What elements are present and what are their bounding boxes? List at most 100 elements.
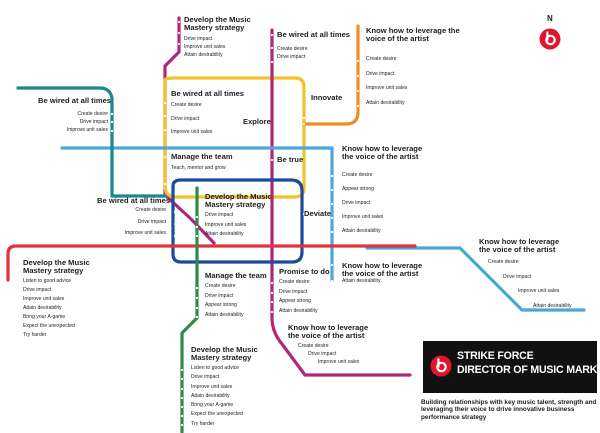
- list-item: Improve unit sales: [124, 230, 166, 236]
- know-top-items: Create desire Drive impact Improve unit …: [366, 56, 407, 115]
- list-item: Drive impact: [279, 288, 308, 295]
- station-dot: [288, 347, 292, 351]
- know-top: Know how to leverage the voice of the ar…: [366, 26, 460, 44]
- station-dot: [195, 286, 199, 290]
- station-dot: [163, 114, 167, 118]
- develop-left-items: Listen to good advice Drive impact Impro…: [23, 278, 75, 342]
- list-item: Drive impact: [308, 351, 337, 357]
- explore-label: Explore: [243, 117, 271, 126]
- list-item: Improve unit sales: [23, 296, 65, 302]
- station-dot: [173, 222, 177, 226]
- station-dot: [270, 291, 274, 295]
- manage-top-items: Teach, mentor and grow: [171, 165, 226, 174]
- promise-label: Promise to do: [279, 267, 330, 276]
- station-dot: [300, 355, 304, 359]
- list-item: Attain desirability: [191, 392, 230, 399]
- station-dot: [311, 364, 315, 368]
- station-dot: [501, 275, 505, 279]
- list-item: Create desire: [279, 279, 310, 285]
- brand-subtitle: DIRECTOR OF MUSIC MARKETING: [457, 364, 600, 376]
- know-mid-items: Create desire Appear strong Drive impact…: [342, 172, 384, 243]
- station-dot: [195, 215, 199, 219]
- station-dot: [270, 310, 274, 314]
- list-item: Attain desirability: [366, 99, 405, 106]
- station-dot: [486, 260, 490, 264]
- station-dot: [163, 101, 167, 105]
- cyan-line: [60, 146, 586, 312]
- list-item: Drive impact: [137, 218, 166, 225]
- station-dot: [177, 42, 181, 46]
- station-dot: [177, 20, 181, 24]
- develop-strategy-left: Develop the Music Mastery strategy: [23, 258, 90, 276]
- station-dot: [356, 74, 360, 78]
- station-dot: [163, 182, 167, 186]
- list-item: Expect the unexpected: [23, 323, 75, 329]
- know-center-items: Attain desirability: [342, 278, 381, 287]
- station-dot: [302, 122, 306, 126]
- station-dot: [110, 112, 114, 116]
- list-item: Improve unit sales: [184, 44, 226, 51]
- station-dot: [177, 31, 181, 35]
- magenta-center-line: [270, 28, 412, 377]
- station-dot: [110, 129, 114, 133]
- list-item: Drive impact: [184, 36, 213, 42]
- list-item: Drive impact: [366, 70, 395, 77]
- list-item: Drive impact: [171, 115, 200, 122]
- list-item: Drive impact: [205, 212, 234, 218]
- list-item: Create desire: [298, 343, 329, 349]
- station-dot: [180, 405, 184, 409]
- station-dot: [173, 234, 177, 238]
- station-dot: [330, 263, 334, 267]
- develop-strategy-top: Develop the Music Mastery strategy: [184, 15, 251, 33]
- station-dot: [180, 387, 184, 391]
- manage-top: Manage the team: [171, 152, 233, 161]
- list-item: Attain desirability: [205, 311, 244, 318]
- list-item: Improve unit sales: [342, 214, 384, 221]
- wired-left: Be wired at all times: [38, 96, 112, 105]
- station-dot: [180, 414, 184, 418]
- brand-title: STRIKE FORCE: [457, 350, 534, 362]
- list-item: Listen to good advice: [191, 365, 240, 371]
- list-item: Drive impact: [205, 292, 234, 299]
- wired-mid: Be wired at all times: [171, 89, 245, 98]
- station-dot: [180, 368, 184, 372]
- list-item: Try harder: [191, 420, 215, 427]
- wired-low-items: Create desire Drive impact Improve unit …: [100, 207, 166, 243]
- list-item: Drive impact: [79, 119, 108, 126]
- list-item: Attain desirability: [342, 278, 381, 284]
- yellow-line: [163, 76, 306, 199]
- list-item: Drive impact: [503, 273, 532, 280]
- list-item: Try harder: [23, 332, 47, 338]
- develop-mid-items: Drive impact Improve unit sales Attain d…: [205, 212, 247, 242]
- list-item: Listen to good advice: [23, 278, 72, 284]
- station-dot: [163, 128, 167, 132]
- promise-items: Create desire Drive impact Appear strong…: [279, 279, 318, 318]
- station-dot: [180, 377, 184, 381]
- list-item: Improve unit sales: [205, 221, 247, 228]
- green-line: [180, 186, 199, 433]
- list-item: Bring your A-game: [23, 314, 66, 320]
- list-item: Drive impact: [342, 200, 371, 207]
- station-dot: [515, 290, 519, 294]
- station-dot: [330, 216, 334, 220]
- list-item: Create desire: [488, 259, 519, 265]
- teal-line: [16, 86, 167, 198]
- know-bottom: Know how to leverage the voice of the ar…: [288, 323, 369, 341]
- list-item: Appear strong: [279, 298, 311, 305]
- station-dot: [302, 116, 306, 120]
- list-item: Attain desirability: [342, 228, 381, 235]
- brand-panel: STRIKE FORCE DIRECTOR OF MUSIC MARKETING: [423, 341, 600, 393]
- station-dot: [195, 296, 199, 300]
- be-true-label: Be true: [277, 155, 304, 164]
- station-dot: [356, 104, 360, 108]
- list-item: Create desire: [366, 56, 397, 62]
- north-label: N: [547, 14, 553, 23]
- station-dot: [531, 304, 535, 308]
- station-dot: [163, 155, 167, 159]
- station-dot: [270, 300, 274, 304]
- know-right: Know how to leverage the voice of the ar…: [479, 237, 560, 255]
- beats-logo-icon: [430, 355, 452, 377]
- brand-tagline: Building relationships with key music ta…: [421, 399, 597, 421]
- list-item: Improve unit sales: [318, 359, 360, 365]
